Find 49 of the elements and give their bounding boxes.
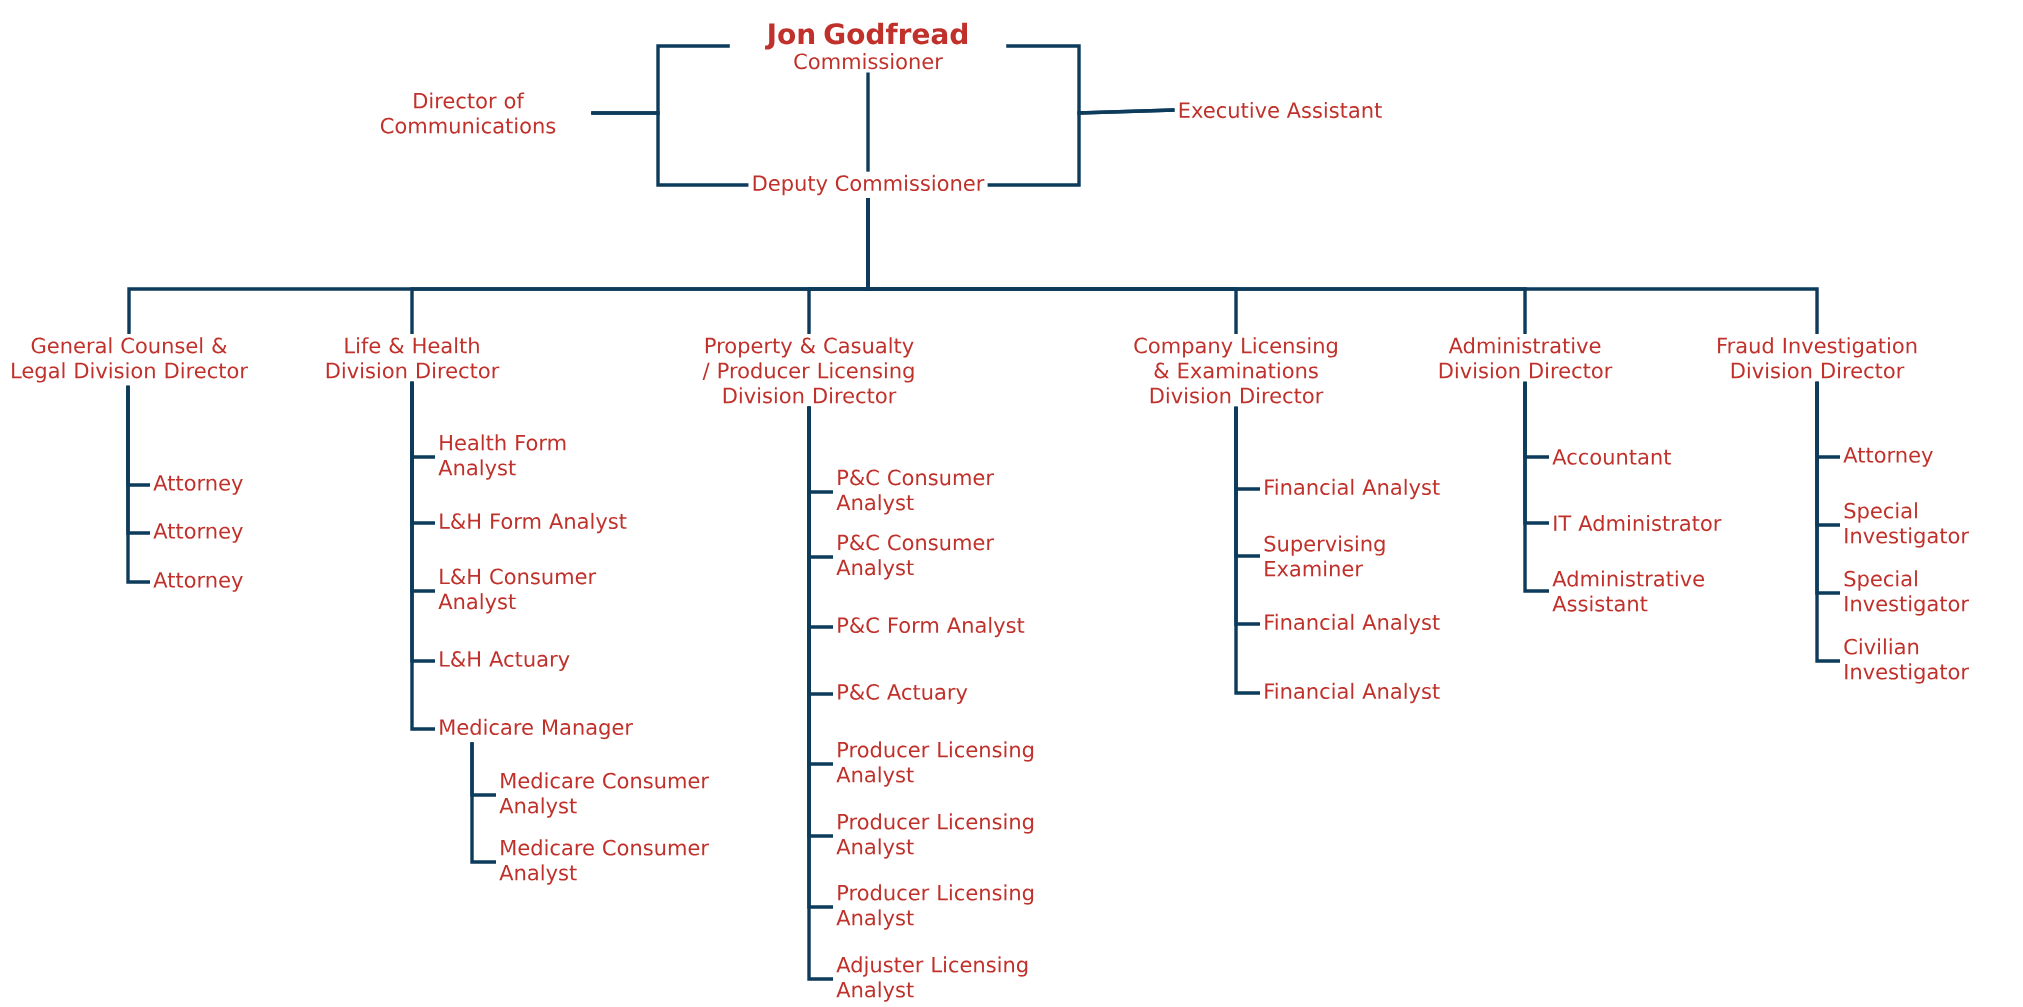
connector-line [1815,381,1840,663]
job-title: P&C Form Analyst [838,616,1025,638]
connector-line [866,198,1819,334]
job-title: Health Form Analyst [438,434,566,480]
job-title: Attorney [1843,447,1933,467]
job-title: Company Licensing & Examinations Division Director [1134,337,1337,404]
job-title: Producer Licensing Analyst [836,741,1034,787]
job-title: Financial Analyst [1265,682,1440,704]
job-title: Adjuster Licensing Analyst [836,956,1028,1002]
job-title: IT Administrator [1554,514,1722,532]
job-title: Medicare Consumer Analyst [499,839,709,885]
job-title: Special Investigator [1844,570,1969,616]
job-title: Medicare Consumer Analyst [499,772,709,818]
job-title: Special Investigator [1844,502,1969,548]
job-title: Administrative Division Director [1439,337,1613,379]
connector-line [591,111,749,187]
job-title: Financial Analyst [1265,478,1440,500]
job-title: P&C Consumer Analyst [836,534,994,580]
job-title: Financial Analyst [1265,613,1440,635]
job-title: P&C Actuary [838,684,968,704]
connector-line [1523,381,1549,593]
job-title: Fraud Investigation Division Director [1718,337,1917,379]
job-title: Producer Licensing Analyst [836,884,1034,930]
connector-line [470,742,496,864]
job-title: Civilian Investigator [1844,638,1969,684]
job-title: Supervising Examiner [1264,535,1385,577]
job-title: Attorney [153,523,243,543]
job-title: Property & Casualty / Producer Licensing Division Director [702,337,914,404]
connector-line [1234,406,1260,695]
job-title: L&H Form Analyst [440,512,627,534]
connector-line [866,72,870,172]
job-title: Administrative Assistant [1552,570,1704,612]
connector-line [126,385,150,584]
job-title: L&H Consumer Analyst [438,568,597,614]
connector-line [410,381,435,731]
job-title: Attorney [153,475,243,495]
job-title: Deputy Commissioner [753,174,985,196]
job-title: General Counsel & Legal Division Director [12,337,248,383]
job-title: Director of Communications [380,92,556,134]
job-title: Producer Licensing Analyst [836,813,1034,859]
job-title: Executive Assistant [1179,101,1382,119]
job-title: Medicare Manager [440,718,633,740]
job-title: P&C Consumer Analyst [836,469,994,515]
commissioner-title: Jon Godfread Commissioner [765,22,967,70]
connector-line [987,108,1175,187]
job-title: Attorney [153,572,243,592]
job-title: Life & Health Division Director [326,337,500,379]
job-title: Accountant [1552,449,1671,465]
job-title: L&H Actuary [440,651,570,671]
